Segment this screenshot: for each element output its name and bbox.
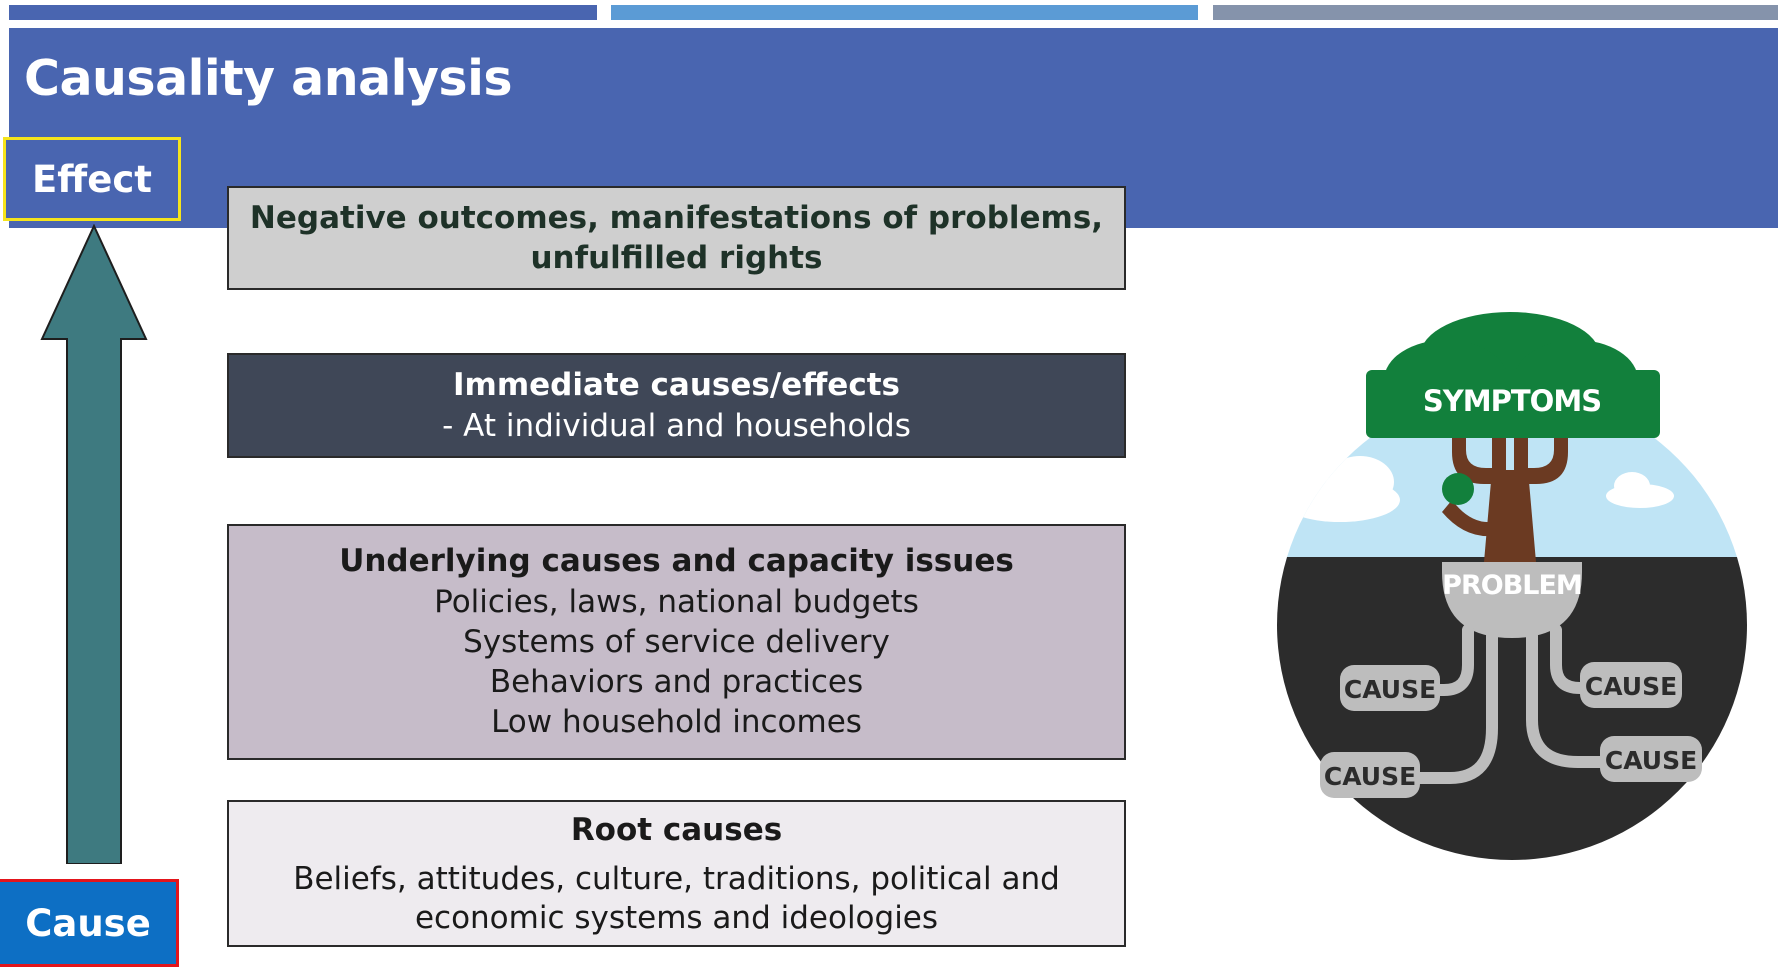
cause-pill: CAUSE	[1340, 665, 1440, 711]
accent-bar-1	[9, 5, 597, 20]
outcomes-line-2: unfulfilled rights	[530, 240, 823, 276]
root-line-2: economic systems and ideologies	[414, 899, 939, 936]
immediate-detail: - At individual and households	[442, 407, 911, 444]
tree-canopy-icon	[1366, 312, 1660, 438]
problem-area	[1442, 562, 1582, 638]
immediate-heading: Immediate causes/effects	[453, 367, 900, 404]
root-heading: Root causes	[570, 811, 783, 848]
underlying-causes-box: Underlying causes and capacity issues Po…	[227, 524, 1126, 760]
cause-label: Cause	[0, 879, 179, 967]
symptoms-label: SYMPTOMS	[1423, 384, 1601, 418]
cause-to-effect-arrow-icon	[40, 224, 148, 864]
cause-label-3: CAUSE	[1324, 762, 1416, 791]
cause-pill: CAUSE	[1320, 752, 1420, 798]
problem-tree-graphic: SYMPTOMS PROBLEM CAUSE CAUSE CAUSE CAUSE	[1277, 312, 1747, 860]
root-causes-box: Root causes Beliefs, attitudes, culture,…	[227, 800, 1126, 947]
roots-icon	[1414, 624, 1626, 784]
fruit-icon	[1442, 473, 1474, 505]
underlying-heading: Underlying causes and capacity issues	[339, 543, 1014, 580]
underlying-item: Policies, laws, national budgets	[434, 583, 919, 620]
cause-pill: CAUSE	[1600, 736, 1702, 782]
page-title: Causality analysis	[24, 50, 513, 107]
immediate-causes-box: Immediate causes/effects - At individual…	[227, 353, 1126, 458]
outcomes-line-1: Negative outcomes, manifestations of pro…	[249, 199, 1104, 236]
cause-label-4: CAUSE	[1605, 746, 1697, 775]
accent-bar-3	[1213, 5, 1778, 20]
root-line-1: Beliefs, attitudes, culture, traditions,…	[293, 860, 1060, 897]
accent-bar-2	[611, 5, 1198, 20]
cause-label-1: CAUSE	[1344, 675, 1436, 704]
outcomes-box: Negative outcomes, manifestations of pro…	[227, 186, 1126, 290]
underlying-item: Systems of service delivery	[463, 623, 890, 660]
effect-label: Effect	[3, 137, 181, 221]
underlying-item: Low household incomes	[491, 704, 862, 741]
problem-label: PROBLEM	[1442, 570, 1582, 601]
underlying-item: Behaviors and practices	[489, 664, 864, 701]
cause-label-2: CAUSE	[1585, 672, 1677, 701]
cause-pill: CAUSE	[1580, 662, 1682, 708]
